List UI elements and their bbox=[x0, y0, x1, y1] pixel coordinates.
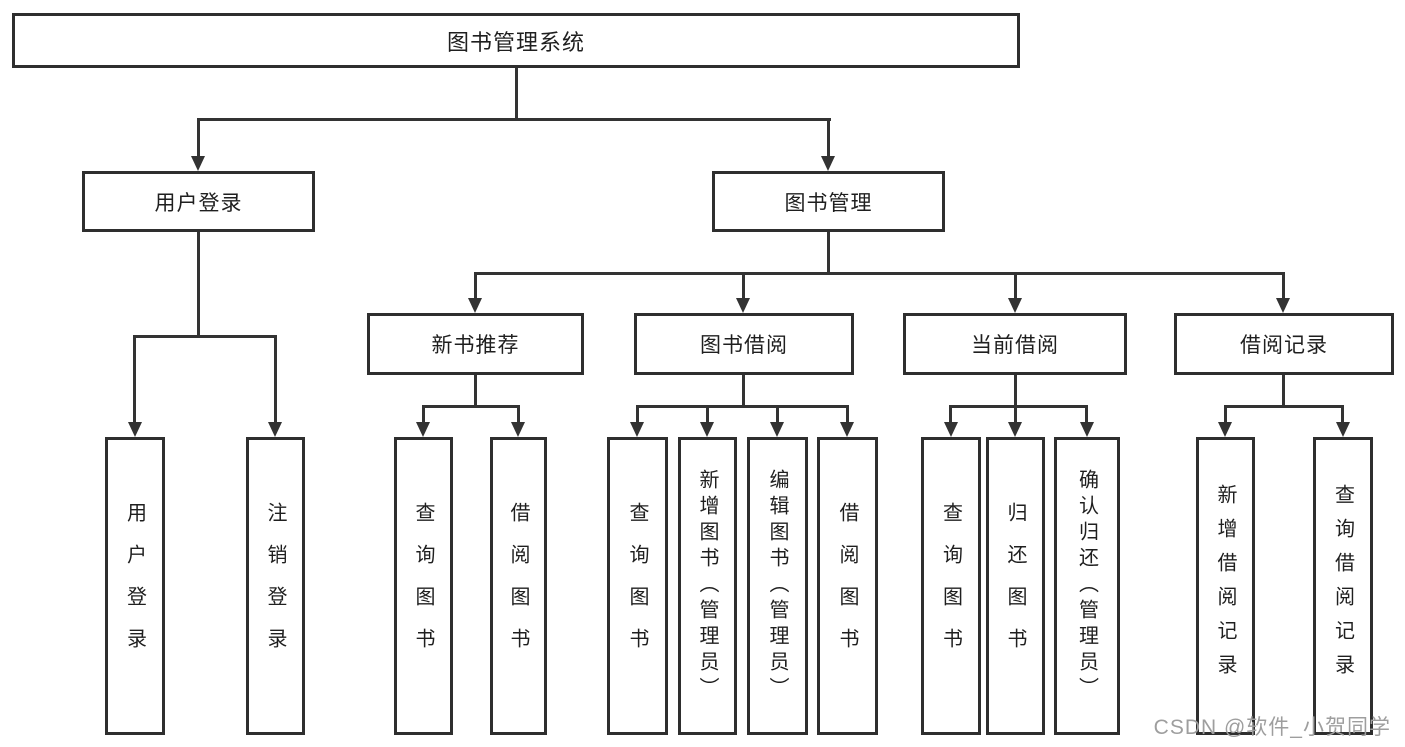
connector-segment bbox=[422, 405, 520, 408]
arrowhead bbox=[416, 422, 430, 437]
node-book-management: 图书管理 bbox=[712, 171, 945, 232]
leaf-logout: 注销登录 bbox=[246, 437, 305, 735]
connector-segment bbox=[1282, 272, 1285, 299]
node-new-book-recommendation: 新书推荐 bbox=[367, 313, 584, 375]
connector-segment bbox=[1341, 405, 1344, 423]
arrowhead bbox=[511, 422, 525, 437]
connector-segment bbox=[1282, 375, 1285, 405]
arrowhead bbox=[630, 422, 644, 437]
leaf-query-borrow-record: 查询借阅记录 bbox=[1313, 437, 1373, 735]
connector-segment bbox=[1224, 405, 1227, 423]
connector-segment bbox=[517, 405, 520, 423]
connector-segment bbox=[474, 272, 477, 299]
connector-segment bbox=[827, 118, 830, 157]
arrowhead bbox=[1008, 298, 1022, 313]
leaf-confirm-return-admin: 确认归还（管理员） bbox=[1054, 437, 1120, 735]
connector-segment bbox=[1014, 405, 1017, 423]
connector-segment bbox=[636, 405, 639, 423]
arrowhead bbox=[268, 422, 282, 437]
connector-segment bbox=[706, 405, 709, 423]
arrowhead bbox=[770, 422, 784, 437]
arrowhead bbox=[1080, 422, 1094, 437]
connector-segment bbox=[776, 405, 779, 423]
node-current-borrowing: 当前借阅 bbox=[903, 313, 1127, 375]
arrowhead bbox=[944, 422, 958, 437]
leaf-borrow-books-1: 借阅图书 bbox=[490, 437, 547, 735]
leaf-return-books: 归还图书 bbox=[986, 437, 1045, 735]
connector-segment bbox=[197, 118, 200, 157]
leaf-query-books-2: 查询图书 bbox=[607, 437, 668, 735]
arrowhead bbox=[1218, 422, 1232, 437]
arrowhead bbox=[840, 422, 854, 437]
arrowhead bbox=[1336, 422, 1350, 437]
connector-segment bbox=[636, 405, 848, 408]
connector-segment bbox=[1014, 272, 1017, 299]
node-borrowing-records: 借阅记录 bbox=[1174, 313, 1394, 375]
arrowhead bbox=[1008, 422, 1022, 437]
connector-segment bbox=[197, 118, 831, 121]
connector-segment bbox=[949, 405, 1087, 408]
leaf-borrow-books-2: 借阅图书 bbox=[817, 437, 878, 735]
connector-segment bbox=[846, 405, 849, 423]
leaf-edit-books-admin: 编辑图书（管理员） bbox=[747, 437, 808, 735]
connector-segment bbox=[197, 232, 200, 335]
leaf-query-books-1: 查询图书 bbox=[394, 437, 453, 735]
arrowhead bbox=[700, 422, 714, 437]
leaf-add-books-admin: 新增图书（管理员） bbox=[678, 437, 737, 735]
arrowhead bbox=[191, 156, 205, 171]
connector-segment bbox=[1014, 375, 1017, 405]
arrowhead bbox=[736, 298, 750, 313]
connector-segment bbox=[742, 375, 745, 405]
watermark: CSDN @软件_小贺同学 bbox=[1153, 716, 1391, 739]
connector-segment bbox=[274, 335, 277, 423]
connector-segment bbox=[949, 405, 952, 423]
connector-segment bbox=[515, 68, 518, 118]
connector-segment bbox=[742, 272, 745, 299]
leaf-query-books-3: 查询图书 bbox=[921, 437, 981, 735]
node-book-borrowing: 图书借阅 bbox=[634, 313, 854, 375]
connector-segment bbox=[1085, 405, 1088, 423]
arrowhead bbox=[128, 422, 142, 437]
node-root: 图书管理系统 bbox=[12, 13, 1020, 68]
arrowhead bbox=[1276, 298, 1290, 313]
connector-segment bbox=[474, 272, 1285, 275]
leaf-user-login: 用户登录 bbox=[105, 437, 165, 735]
connector-segment bbox=[133, 335, 136, 423]
arrowhead bbox=[468, 298, 482, 313]
connector-segment bbox=[133, 335, 277, 338]
node-user-login: 用户登录 bbox=[82, 171, 315, 232]
connector-segment bbox=[474, 375, 477, 405]
connector-segment bbox=[422, 405, 425, 423]
leaf-add-borrow-record: 新增借阅记录 bbox=[1196, 437, 1255, 735]
connector-segment bbox=[827, 232, 830, 272]
arrowhead bbox=[821, 156, 835, 171]
connector-segment bbox=[1224, 405, 1344, 408]
